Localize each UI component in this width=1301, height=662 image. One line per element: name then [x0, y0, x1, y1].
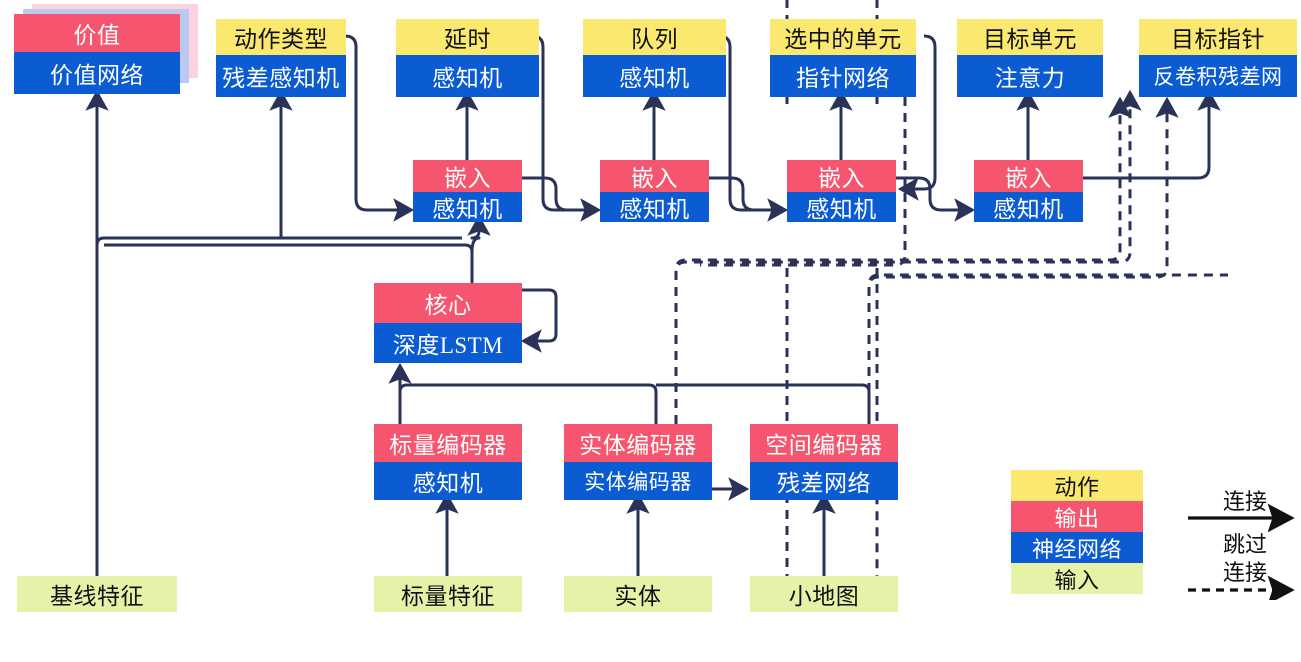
skip-a-lead	[676, 258, 766, 424]
node-spatial-encoder-top: 空间编码器	[750, 424, 898, 462]
node-target-pointer[interactable]: 目标指针 反卷积残差网	[1139, 19, 1297, 97]
wire-actiontype-to-embed1	[344, 34, 415, 222]
node-embed-4-top: 嵌入	[974, 160, 1083, 192]
node-core-bottom: 深度LSTM	[374, 323, 522, 363]
legend-skip-label-line2: 连接	[1222, 560, 1267, 585]
wire-embed1-to-embed2	[522, 176, 602, 222]
node-target-unit-top: 目标单元	[957, 19, 1103, 55]
node-target-unit-bottom: 注意力	[957, 55, 1103, 97]
node-action-type-top: 动作类型	[216, 19, 346, 55]
wire-core-recurrent	[520, 288, 558, 353]
node-spatial-encoder-bottom: 残差网络	[750, 462, 898, 500]
node-value[interactable]: 价值 价值网络	[14, 4, 198, 94]
node-scalar-encoder-bottom: 感知机	[374, 462, 522, 500]
legend-arrows	[1188, 503, 1295, 600]
wire-core-to-leftspine	[104, 243, 474, 283]
wire-selected-to-embed4-side	[897, 34, 937, 201]
node-scalar-encoder[interactable]: 标量编码器 感知机	[374, 424, 522, 500]
legend-swatch-input: 输入	[1011, 563, 1143, 594]
node-embed-1-top: 嵌入	[413, 160, 522, 192]
node-entity-encoder-top: 实体编码器	[564, 424, 712, 462]
wire-embed3-to-embed4	[896, 176, 976, 222]
legend-swatch-action: 动作	[1011, 470, 1143, 501]
skip-riser-targetunit	[700, 97, 907, 267]
node-queue-top: 队列	[583, 19, 726, 55]
wire-join-entity	[398, 383, 658, 424]
node-embed-4[interactable]: 嵌入 感知机	[974, 160, 1083, 222]
node-queue-bottom: 感知机	[583, 55, 726, 97]
node-action-type[interactable]: 动作类型 残差感知机	[216, 19, 346, 97]
node-target-unit[interactable]: 目标单元 注意力	[957, 19, 1103, 97]
wire-embed2-to-embed3	[709, 176, 789, 222]
skip-spatial-encoder-to-target-pointer	[867, 96, 1179, 424]
node-target-pointer-bottom: 反卷积残差网	[1139, 55, 1297, 97]
node-queue[interactable]: 队列 感知机	[583, 19, 726, 97]
node-selected-units-bottom: 指针网络	[770, 55, 916, 97]
skip-spatial-a	[867, 273, 1228, 424]
skip-risers	[700, 97, 907, 267]
node-embed-3-top: 嵌入	[787, 160, 896, 192]
node-target-pointer-top: 目标指针	[1139, 19, 1297, 55]
wire-join-spatial	[656, 383, 871, 424]
node-minimap[interactable]: 小地图	[750, 576, 898, 612]
legend-connection-label: 连接	[1222, 489, 1267, 514]
node-delay-top: 延时	[396, 19, 539, 55]
node-baseline-features[interactable]: 基线特征	[17, 576, 177, 612]
node-core[interactable]: 核心 深度LSTM	[374, 283, 522, 363]
node-value-top: 价值	[14, 14, 180, 52]
legend-swatch-output: 输出	[1011, 501, 1143, 532]
node-embed-1-bottom: 感知机	[413, 192, 522, 222]
node-action-type-bottom: 残差感知机	[216, 55, 346, 97]
node-embed-3-bottom: 感知机	[787, 192, 896, 222]
legend-swatches: 动作 输出 神经网络 输入	[1011, 470, 1143, 594]
node-delay[interactable]: 延时 感知机	[396, 19, 539, 97]
node-core-top: 核心	[374, 283, 522, 323]
node-delay-bottom: 感知机	[396, 55, 539, 97]
wire-embed4-to-targetpointer	[1078, 89, 1221, 180]
node-embed-3[interactable]: 嵌入 感知机	[787, 160, 896, 222]
node-embed-4-bottom: 感知机	[974, 192, 1083, 222]
node-selected-units-top: 选中的单元	[770, 19, 916, 55]
legend-swatch-network: 神经网络	[1011, 532, 1143, 563]
node-embed-2-top: 嵌入	[600, 160, 709, 192]
node-embed-2-bottom: 感知机	[600, 192, 709, 222]
node-scalar-encoder-top: 标量编码器	[374, 424, 522, 462]
node-entities[interactable]: 实体	[564, 576, 712, 612]
node-value-bottom: 价值网络	[14, 52, 180, 94]
node-entity-encoder[interactable]: 实体编码器 实体编码器	[564, 424, 712, 500]
node-embed-1[interactable]: 嵌入 感知机	[413, 160, 522, 222]
node-spatial-encoder[interactable]: 空间编码器 残差网络	[750, 424, 898, 500]
wire-core-to-embed1	[467, 214, 491, 253]
node-scalar-features[interactable]: 标量特征	[374, 576, 522, 612]
node-selected-units[interactable]: 选中的单元 指针网络	[770, 19, 916, 97]
legend-skip-label-line1: 跳过	[1222, 532, 1267, 557]
node-embed-2[interactable]: 嵌入 感知机	[600, 160, 709, 222]
node-entity-encoder-bottom: 实体编码器	[564, 462, 712, 500]
